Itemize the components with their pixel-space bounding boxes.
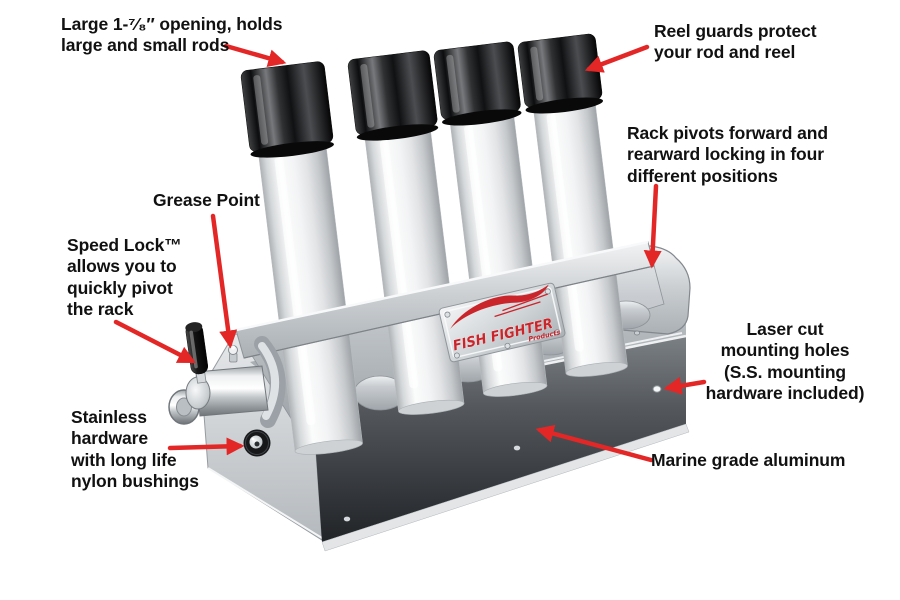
- arrow-large-opening: [223, 43, 287, 67]
- annotation-rack-pivots: Rack pivots forward and rearward locking…: [627, 123, 828, 186]
- arrow-stainless-hardware: [167, 437, 245, 456]
- grease-fitting: [228, 345, 238, 363]
- callout-arrows: [113, 43, 707, 463]
- bracket-hole: [634, 330, 641, 336]
- base-front-face: [313, 336, 686, 542]
- base-bottom-flange: [321, 423, 690, 552]
- annotation-speed-lock: Speed Lock™ allows you to quickly pivot …: [67, 235, 182, 320]
- plate-rivet: [453, 352, 460, 359]
- plate-rivet: [504, 342, 511, 349]
- bushing-ring-inner-edge: [245, 431, 269, 455]
- annotation-stainless-hardware: Stainless hardware with long life nylon …: [71, 407, 199, 492]
- bushing-bolt-center: [254, 441, 260, 447]
- rod-tube-4: [517, 33, 628, 377]
- arrow-grease-point: [210, 213, 238, 349]
- rod-tube-1-highlight: [274, 157, 316, 426]
- cap-gloss: [360, 63, 375, 128]
- fish-swoosh-streak: [502, 293, 549, 312]
- annotation-marine-aluminum: Marine grade aluminum: [651, 450, 846, 470]
- annotation-laser-cut-holes: Laser cut mounting holes (S.S. mounting …: [705, 319, 865, 404]
- rod-tube-1-reel-guard-cap: [240, 61, 334, 152]
- rod-tube-2-highlight: [379, 140, 419, 389]
- grease-fitting-ball: [231, 345, 235, 350]
- plate-rivet: [554, 329, 561, 336]
- base-rivet: [513, 445, 521, 451]
- arrow-rack-pivots: [643, 183, 662, 269]
- arrow-reel-guards: [584, 44, 650, 73]
- rod-tube-2-bottom: [398, 399, 465, 415]
- base-rivet: [343, 516, 351, 522]
- left-plate-edge-highlight: [207, 467, 323, 539]
- plate-rivet: [444, 311, 451, 318]
- rod-tube-4-cap-rim: [525, 97, 604, 114]
- annotation-large-opening: Large 1-⁷⁄₈″ opening, holds large and sm…: [61, 14, 283, 56]
- annotation-reel-guards: Reel guards protect your rod and reel: [654, 21, 817, 63]
- rod-tube-4-highlight: [546, 113, 584, 352]
- fish-swoosh-icon: [450, 284, 549, 329]
- cap-gloss: [253, 75, 269, 145]
- rod-tube-1-cap-rim: [250, 141, 334, 158]
- handle-top: [185, 322, 203, 333]
- nylon-bushing: [243, 429, 271, 457]
- rod-tube-2: [347, 50, 465, 415]
- plate-rivet: [544, 288, 551, 295]
- brand-plate-face: [438, 282, 566, 363]
- brand-plate: FISH FIGHTER Products: [438, 282, 566, 363]
- annotation-grease-point: Grease Point: [153, 190, 260, 210]
- rod-tube-4-bottom: [565, 362, 628, 377]
- arrow-speed-lock: [113, 319, 197, 364]
- rod-tube-2-cap-rim: [356, 124, 439, 141]
- arrow-marine-aluminum: [535, 424, 654, 463]
- fish-swoosh-streak: [494, 301, 541, 318]
- cap-gloss: [446, 54, 460, 113]
- rod-tube-3-cap-rim: [442, 109, 522, 126]
- rod-tube-3-reel-guard-cap: [433, 41, 521, 120]
- rod-tube-3-bottom: [483, 382, 548, 397]
- rack-bar-top-highlight: [235, 240, 649, 332]
- rod-tube-2-reel-guard-cap: [347, 50, 438, 135]
- pivot-yoke-highlight: [258, 342, 280, 420]
- cap-gloss: [530, 46, 544, 101]
- rod-tube-1: [240, 61, 363, 455]
- arrow-laser-cut-holes: [663, 376, 707, 395]
- laser-cut-mounting-hole: [652, 385, 662, 393]
- bushing-sparkle: [251, 437, 255, 441]
- rod-tube-1-bottom: [294, 439, 363, 455]
